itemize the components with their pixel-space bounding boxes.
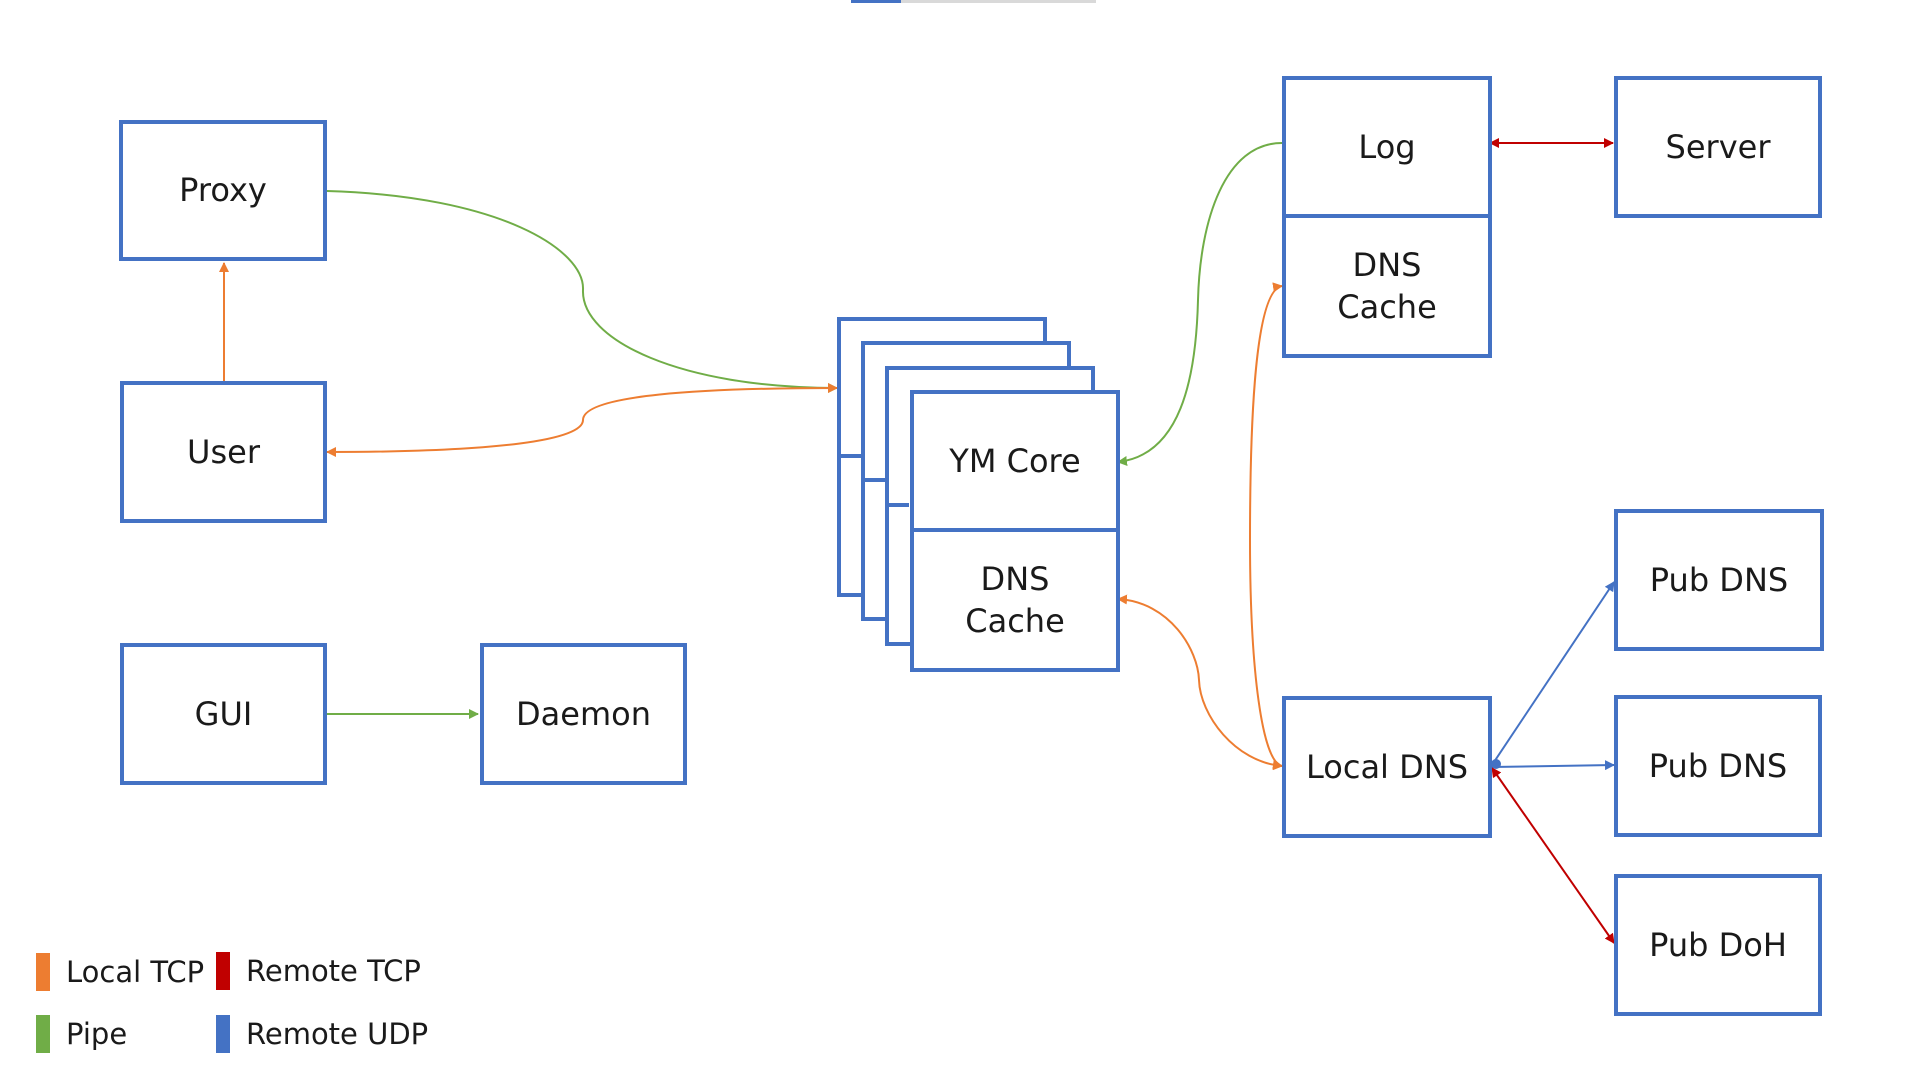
log-label: Log: [1358, 127, 1416, 166]
edge-logcache-localdns: [1248, 282, 1283, 770]
pub-dns-1-label: Pub DNS: [1649, 560, 1789, 599]
log-dns-cache-label: DNS Cache: [1337, 245, 1437, 326]
daemon-node: Daemon: [480, 643, 687, 785]
pub-dns-2-label: Pub DNS: [1648, 746, 1788, 785]
proxy-label: Proxy: [179, 171, 267, 210]
pub-dns-node-2: Pub DNS: [1614, 695, 1822, 837]
server-label: Server: [1665, 127, 1771, 166]
top-edge-fragment-line: [901, 0, 1096, 3]
top-edge-fragment-accent: [851, 0, 901, 3]
legend-remote-tcp-swatch: [216, 952, 230, 990]
legend-pipe-swatch: [36, 1015, 50, 1053]
proxy-node: Proxy: [119, 120, 327, 261]
legend-local-tcp-swatch: [36, 953, 50, 991]
ym-core-instance-back-3-divider: [837, 454, 861, 458]
edge-localdns-pubdns1: [1491, 581, 1615, 766]
edge-localdns-pubdns2: [1491, 760, 1615, 771]
edge-log-core: [1117, 142, 1283, 466]
ym-core-divider: [910, 528, 1120, 532]
edge-core-user: [326, 383, 838, 457]
legend-remote-tcp-label: Remote TCP: [246, 954, 421, 988]
legend-remote-udp-label: Remote UDP: [246, 1017, 429, 1051]
legend-remote-udp-swatch: [216, 1015, 230, 1053]
server-node: Server: [1614, 76, 1822, 218]
pub-doh-node: Pub DoH: [1614, 874, 1822, 1016]
legend-local-tcp-label: Local TCP: [66, 955, 205, 989]
legend-remote-tcp: Remote TCP: [216, 952, 421, 990]
edge-proxy-core: [326, 190, 838, 393]
pub-dns-node-1: Pub DNS: [1614, 509, 1824, 651]
legend-remote-udp: Remote UDP: [216, 1015, 428, 1053]
daemon-label: Daemon: [516, 694, 651, 733]
localdns-udp-junction: [1491, 759, 1501, 769]
legend-local-tcp: Local TCP: [36, 953, 204, 991]
legend-pipe: Pipe: [36, 1015, 127, 1053]
pub-doh-label: Pub DoH: [1649, 925, 1787, 964]
local-dns-label: Local DNS: [1306, 747, 1468, 786]
ym-core-label: YM Core: [949, 441, 1081, 480]
log-divider: [1282, 214, 1492, 218]
gui-node: GUI: [120, 643, 327, 785]
user-node: User: [120, 381, 327, 523]
ym-core-instance-back-2-divider: [861, 478, 885, 482]
edge-localdns-pubdoh: [1491, 767, 1615, 944]
legend-pipe-label: Pipe: [66, 1017, 128, 1051]
local-dns-node: Local DNS: [1282, 696, 1492, 838]
gui-label: GUI: [194, 694, 253, 733]
edge-corecache-localdns: [1117, 594, 1283, 771]
user-label: User: [187, 432, 260, 471]
ym-core-instance-back-1-divider: [885, 503, 909, 507]
ym-core-dns-cache-label: DNS Cache: [965, 559, 1065, 640]
